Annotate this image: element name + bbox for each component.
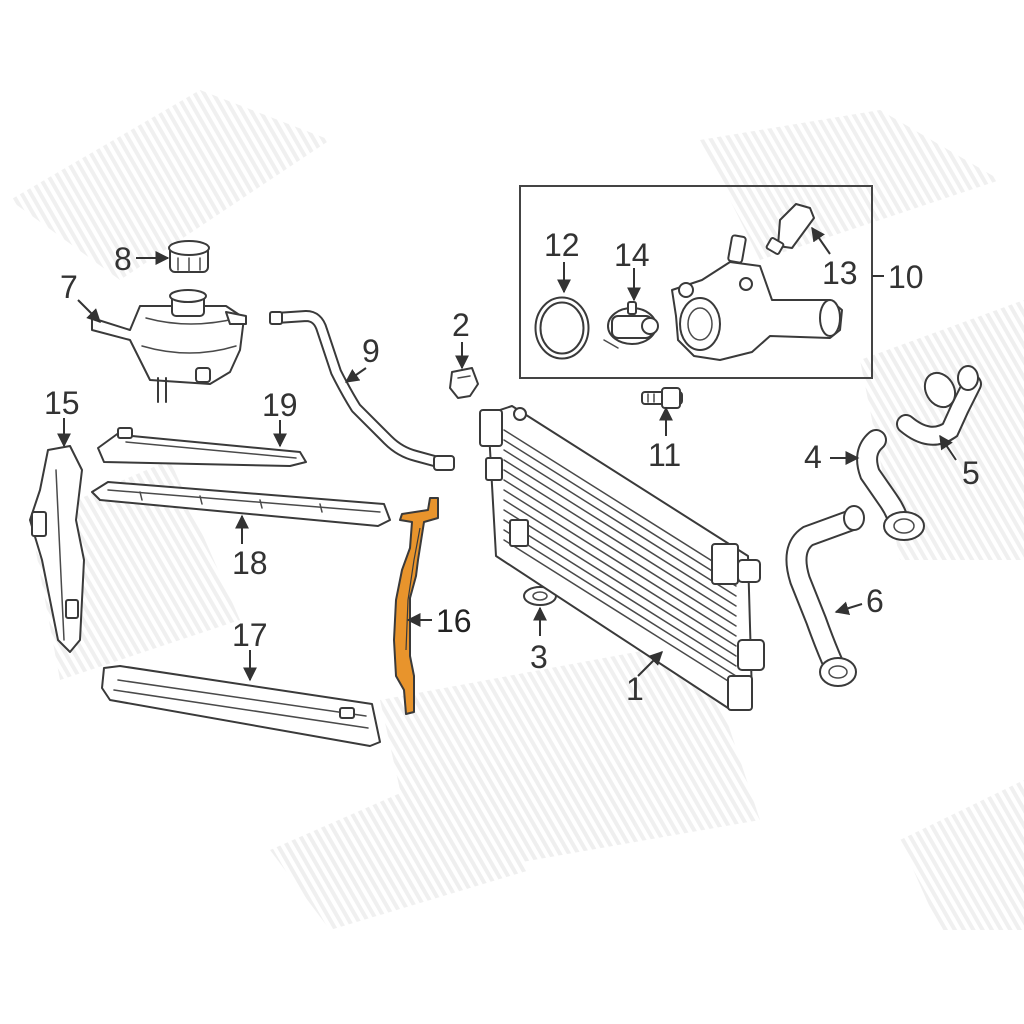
callout-2: 2 (452, 307, 470, 343)
part-6-hose (785, 505, 865, 687)
leader-lines (57, 226, 957, 682)
callout-8: 8 (114, 241, 132, 277)
callout-6: 6 (866, 583, 884, 619)
callout-labels: 8 7 9 2 15 19 18 17 16 3 1 11 12 14 13 1… (44, 227, 980, 707)
part-18-lower-shield (91, 481, 391, 527)
part-11-bolt (641, 387, 683, 409)
part-17-bottom-shield (101, 665, 381, 747)
callout-7: 7 (60, 269, 78, 305)
callout-15: 15 (44, 385, 80, 421)
part-5-hose (896, 365, 982, 446)
callout-18: 18 (232, 545, 268, 581)
part-13-sensor (765, 203, 815, 255)
part-19-upper-shield (97, 427, 307, 467)
callout-14: 14 (614, 237, 650, 273)
callout-13: 13 (822, 255, 858, 291)
part-12-gasket (534, 296, 590, 360)
part-10-housing (671, 234, 843, 361)
callout-1: 1 (626, 671, 644, 707)
callout-9: 9 (362, 333, 380, 369)
callout-12: 12 (544, 227, 580, 263)
part-14-thermostat (603, 301, 659, 349)
callout-17: 17 (232, 617, 268, 653)
part-1-radiator (479, 405, 765, 711)
callout-4: 4 (804, 439, 822, 475)
callout-10: 10 (888, 259, 924, 295)
callout-19: 19 (262, 387, 298, 423)
part-8-cap (168, 240, 210, 273)
part-15-side-bracket (29, 445, 85, 653)
part-7-reservoir (91, 289, 247, 403)
part-2-clip (449, 367, 479, 399)
part-4-hose (856, 429, 925, 541)
callout-3: 3 (530, 639, 548, 675)
part-16-highlighted-bracket (393, 497, 439, 715)
callout-5: 5 (962, 455, 980, 491)
part-9-hose (269, 310, 455, 471)
callout-16: 16 (436, 603, 472, 639)
callout-11: 11 (648, 437, 681, 473)
assembly-10-box (519, 185, 873, 379)
